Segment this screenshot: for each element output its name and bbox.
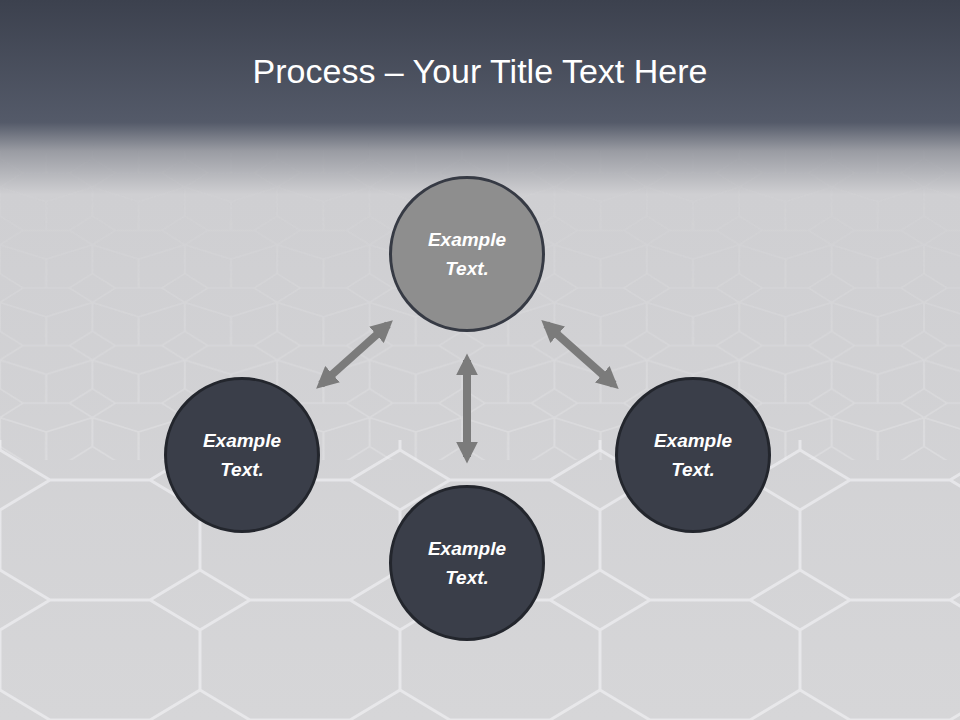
double-arrow <box>463 360 471 457</box>
node-label: Example Text. <box>192 426 292 484</box>
node-label: Example Text. <box>417 225 517 283</box>
circle-shape <box>391 178 544 331</box>
circle-outline <box>164 377 320 533</box>
circle-shape <box>617 379 770 532</box>
double-arrow <box>546 324 614 384</box>
node-label: Example Text. <box>417 534 517 592</box>
circle-outline <box>615 377 771 533</box>
slide-title: Process – Your Title Text Here <box>0 52 960 91</box>
process-circle: Example Text. <box>615 377 771 533</box>
circle-outline <box>389 176 545 332</box>
process-circle: Example Text. <box>164 377 320 533</box>
node-label: Example Text. <box>643 426 743 484</box>
circle-shape <box>391 487 544 640</box>
circle-shape <box>166 379 319 532</box>
double-arrow <box>321 325 388 385</box>
circle-outline <box>389 485 545 641</box>
process-circle: Example Text. <box>389 176 545 332</box>
process-circle: Example Text. <box>389 485 545 641</box>
